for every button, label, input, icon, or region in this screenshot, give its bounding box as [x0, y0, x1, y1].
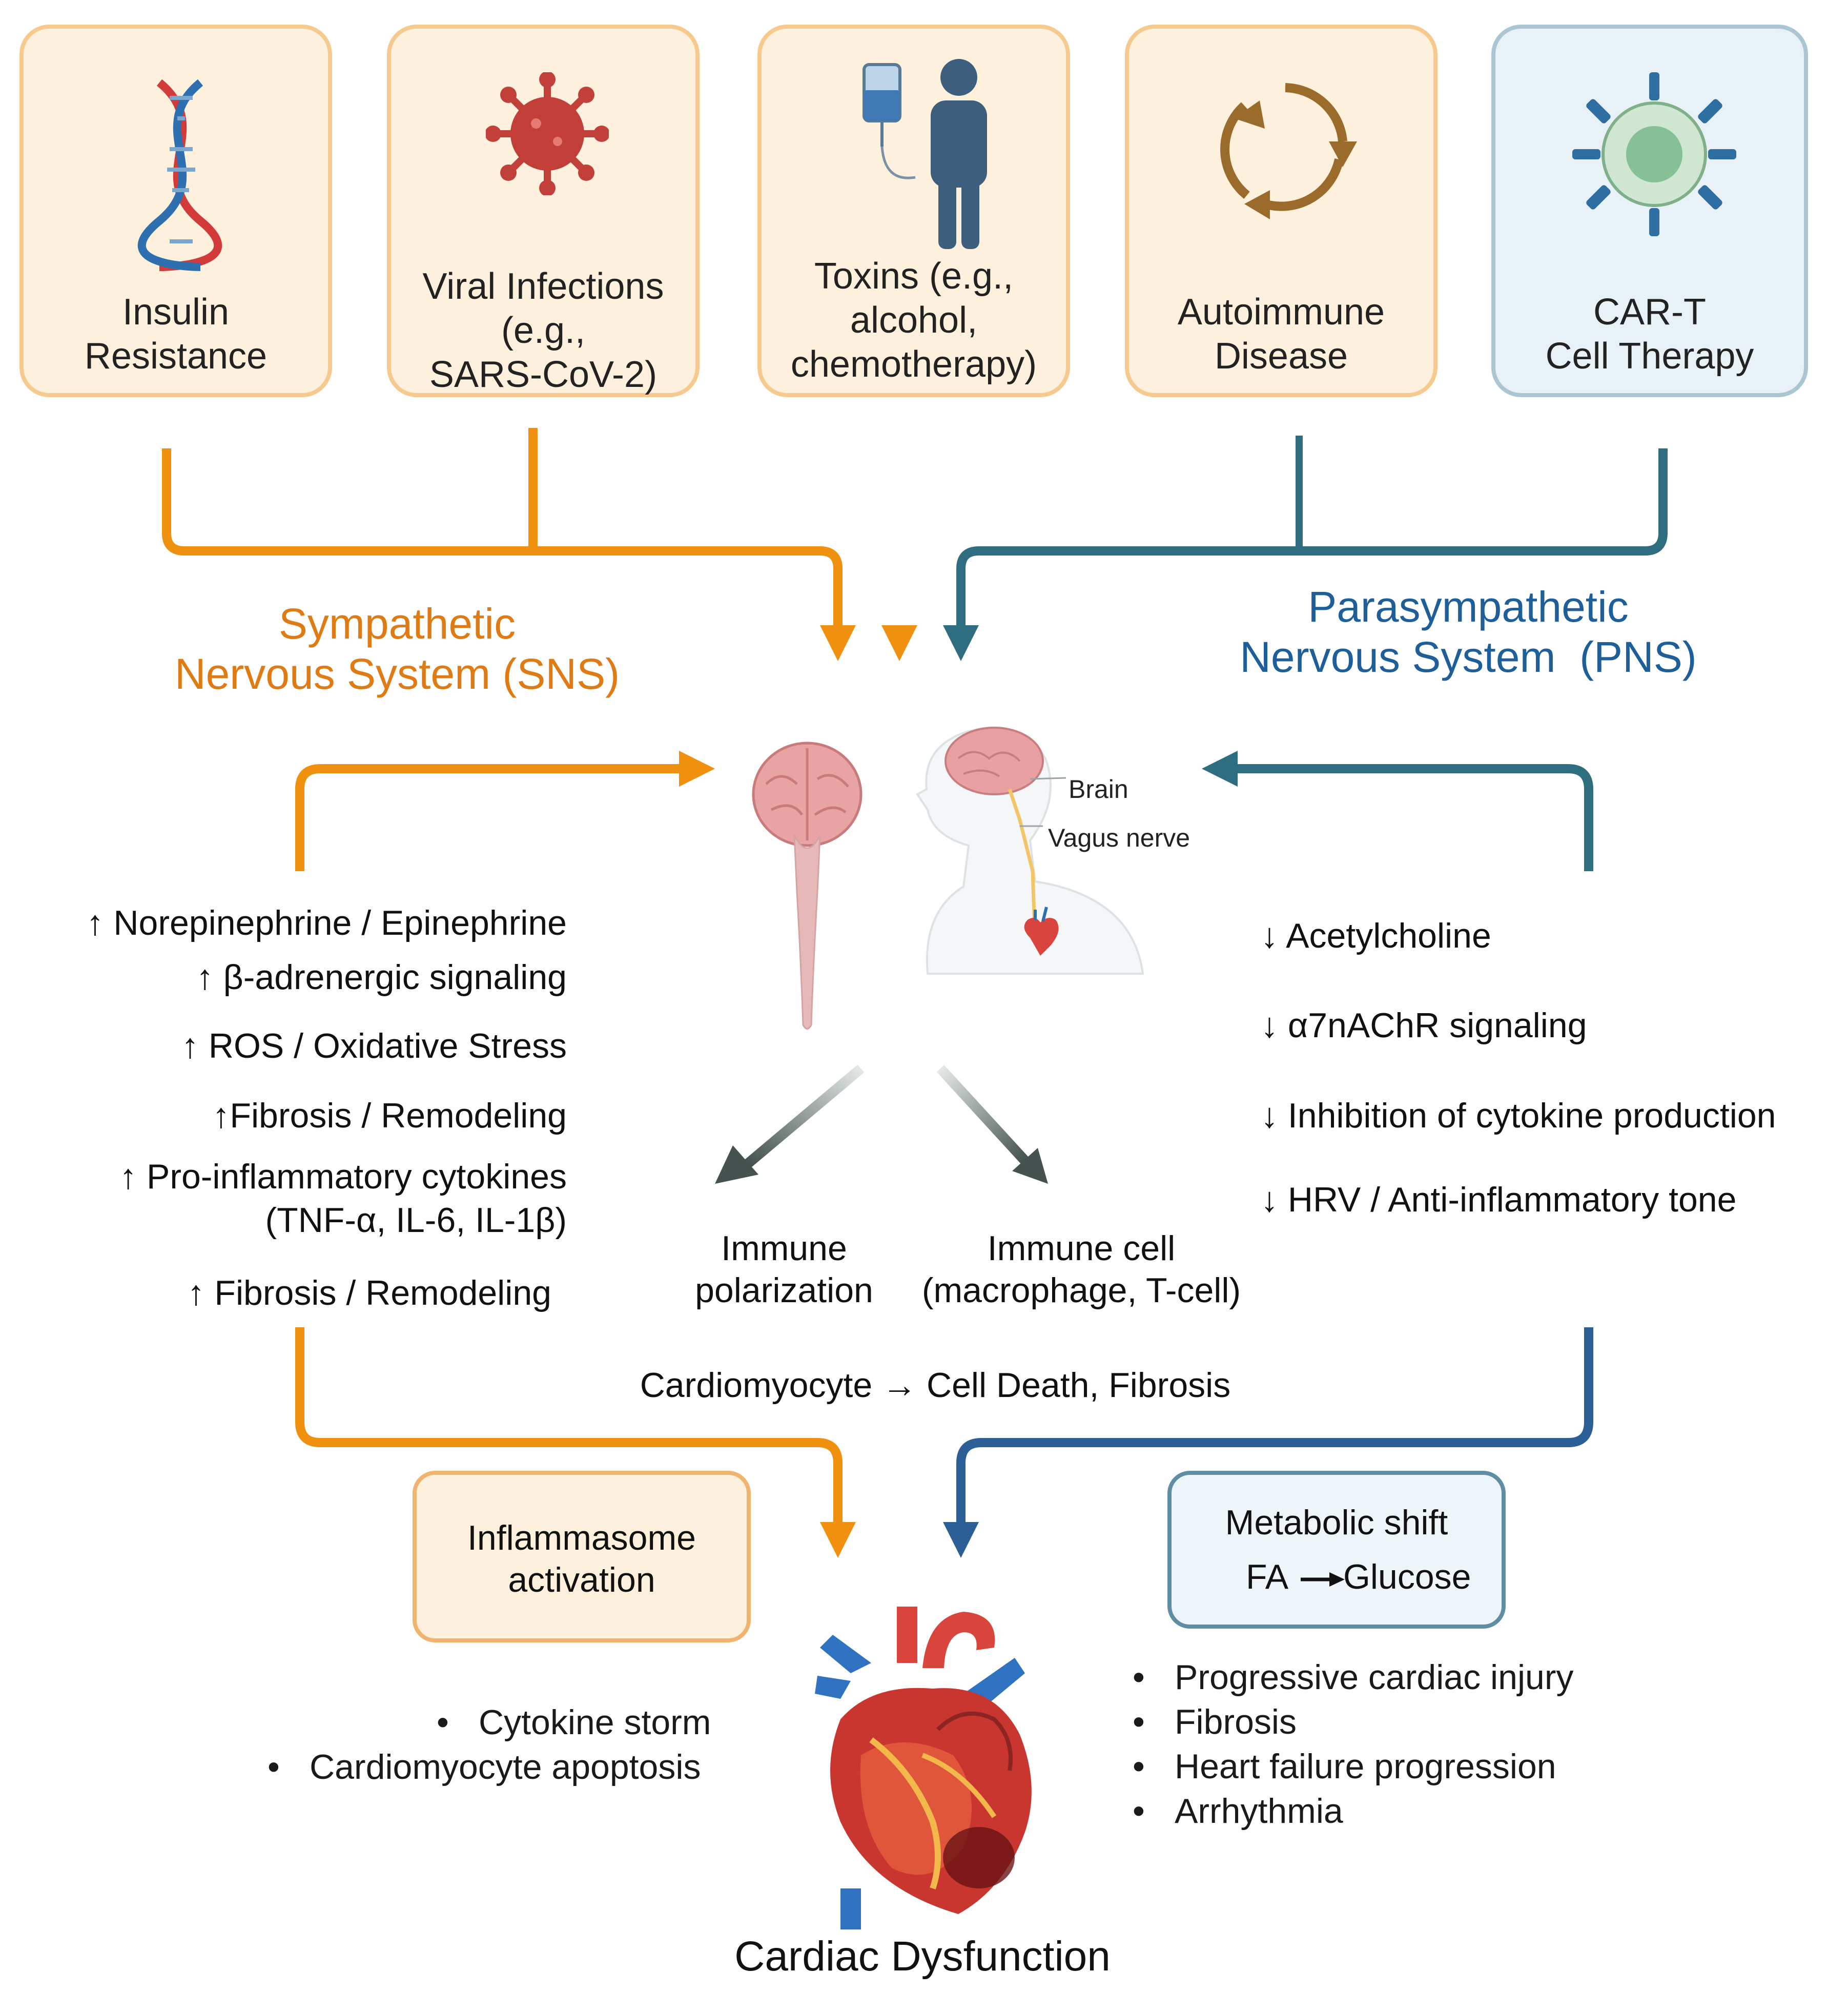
sns-title: Sympathetic Nervous System (SNS) [128, 599, 666, 699]
pns-brain-arrow [1235, 764, 1593, 871]
trigger-label-line: Insulin [122, 292, 230, 333]
left-outcomes-list: Cytokine storm Cardiomyocyte apoptosis [268, 1700, 711, 1790]
heart-illustration [815, 1607, 1032, 1929]
head-vagus-nerve-illustration [916, 726, 1144, 975]
trigger-label-line: Resistance [84, 336, 268, 377]
trigger-viral-infections: Viral Infections (e.g., SARS-CoV-2) [387, 25, 700, 397]
trigger-label-line: SARS-CoV-2) [429, 354, 658, 395]
vagus-nerve-label: Vagus nerve [1048, 824, 1190, 852]
sns-effect: ↑ Pro-inflammatory cytokines [119, 1157, 567, 1196]
immune-polarization-line: polarization [695, 1271, 873, 1310]
inflammasome-text: Inflammasome activation [417, 1517, 747, 1601]
inflammasome-line: Inflammasome [467, 1518, 696, 1557]
cardiomyocyte-label: Cardiomyocyte → Cell Death, Fibrosis [640, 1366, 1231, 1405]
toxins-arrowhead [881, 625, 917, 661]
metabolic-shift-box: Metabolic shift FA Glucose [1167, 1471, 1506, 1629]
trigger-insulin-resistance: Insulin Resistance [19, 25, 332, 397]
sns-heart-arrowhead [820, 1522, 856, 1558]
cardiac-dysfunction-caption: Cardiac Dysfunction [734, 1933, 1111, 1980]
metabolic-fa-label: FA [1246, 1557, 1289, 1596]
trigger-label-line: chemotherapy) [790, 344, 1037, 385]
sns-effect: (TNF-α, IL-6, IL-1β) [265, 1201, 567, 1240]
immune-cell-label: Immune cell (macrophage, T-cell) [902, 1227, 1261, 1311]
sns-effect: ↑ β-adrenergic signaling [196, 958, 567, 997]
immune-polarization-line: Immune [721, 1229, 847, 1268]
trigger-label-line: Viral Infections [422, 266, 664, 307]
sns-top-arrowhead [820, 625, 856, 661]
trigger-autoimmune-disease: Autoimmune Disease [1125, 25, 1438, 397]
pns-effect: ↓ Acetylcholine [1261, 916, 1491, 955]
dna-icon [137, 79, 222, 271]
trigger-label-line: Autoimmune [1177, 292, 1385, 333]
sns-effect: ↑ Fibrosis / Remodeling [187, 1273, 551, 1312]
inflammasome-line: activation [508, 1560, 655, 1599]
outcome-item: Arrhythmia [1133, 1789, 1574, 1834]
metabolic-glucose-label: Glucose [1343, 1557, 1471, 1596]
brain-spinal-cord-illustration [752, 742, 863, 1030]
pns-brain-arrowhead [1202, 751, 1238, 787]
immune-cell-arrow [936, 1065, 1029, 1164]
trigger-toxins: Toxins (e.g., alcohol, chemotherapy) [757, 25, 1070, 397]
sns-effect: ↑ Norepinephrine / Epinephrine [86, 903, 567, 942]
right-outcomes-list: Progressive cardiac injury Fibrosis Hear… [1133, 1655, 1574, 1834]
sns-title-line: Nervous System (SNS) [174, 650, 620, 698]
outcome-item: Fibrosis [1133, 1700, 1574, 1744]
sns-heart-arrow [295, 1327, 843, 1525]
sns-effect: ↑ ROS / Oxidative Stress [181, 1026, 567, 1065]
immune-polarization-label: Immune polarization [661, 1227, 907, 1311]
small-heart-icon [1024, 907, 1059, 956]
sns-merge-line [162, 448, 843, 628]
car-t-cell-icon [1572, 72, 1736, 236]
pns-heart-arrow [956, 1327, 1593, 1525]
trigger-label-line: alcohol, [850, 300, 978, 341]
pns-merge-line [956, 448, 1668, 628]
trigger-label-line: (e.g., [501, 310, 586, 351]
sns-brain-arrow [295, 764, 682, 871]
trigger-label-line: Disease [1214, 336, 1348, 377]
pns-title-line: Nervous System (PNS) [1240, 633, 1697, 681]
immune-polarization-arrowhead [715, 1145, 758, 1184]
pns-top-arrowhead [943, 625, 979, 661]
virus-icon [486, 72, 609, 195]
sns-effect: ↑Fibrosis / Remodeling [212, 1096, 567, 1135]
inflammasome-box: Inflammasome activation [413, 1471, 751, 1642]
pns-title-line: Parasympathetic [1308, 583, 1629, 631]
cycle-arrows-icon [1220, 83, 1357, 219]
arrow-right-icon [1301, 1572, 1345, 1587]
pns-effect: ↓ α7nAChR signaling [1261, 1006, 1587, 1045]
outcome-item: Progressive cardiac injury [1133, 1655, 1574, 1700]
pns-effect: ↓ Inhibition of cytokine production [1261, 1096, 1776, 1135]
pns-title: Parasympathetic Nervous System (PNS) [1148, 582, 1789, 682]
sns-title-line: Sympathetic [278, 600, 516, 648]
trigger-label-line: Toxins (e.g., [814, 256, 1014, 297]
metabolic-shift-title: Metabolic shift [1225, 1503, 1448, 1542]
trigger-car-t-therapy: CAR-T Cell Therapy [1491, 25, 1808, 397]
outcome-item: Cardiomyocyte apoptosis [268, 1745, 711, 1790]
immune-cell-line: (macrophage, T-cell) [921, 1271, 1241, 1310]
brain-label: Brain [1069, 775, 1128, 804]
immune-cell-line: Immune cell [987, 1229, 1176, 1268]
trigger-label-line: CAR-T [1593, 292, 1706, 333]
pns-heart-arrowhead [943, 1522, 979, 1558]
outcome-item: Cytokine storm [437, 1700, 711, 1745]
trigger-label-line: Cell Therapy [1545, 336, 1754, 377]
sns-brain-arrowhead [679, 751, 715, 787]
pns-effect: ↓ HRV / Anti-inflammatory tone [1261, 1180, 1737, 1219]
immune-polarization-arrow [745, 1064, 865, 1167]
patient-iv-icon [863, 59, 987, 249]
immune-cell-arrowhead [1012, 1148, 1048, 1184]
outcome-item: Heart failure progression [1133, 1744, 1574, 1789]
